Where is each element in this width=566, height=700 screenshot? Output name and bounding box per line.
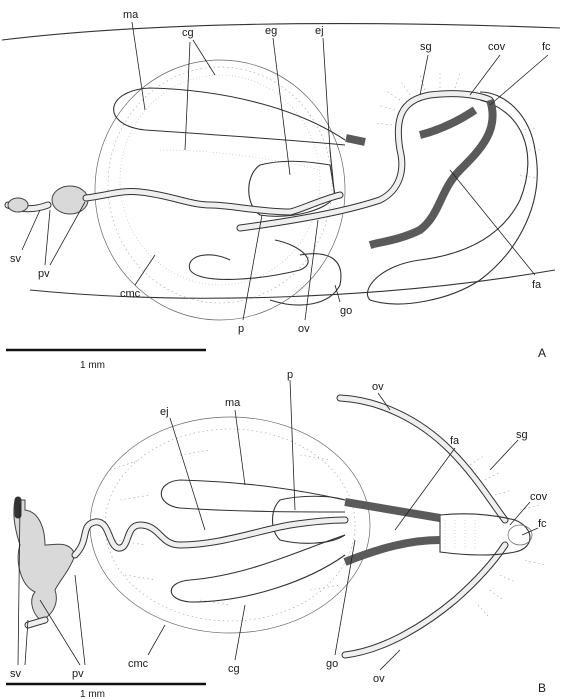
label-a-pv: pv: [38, 268, 50, 280]
scale-label-a: 1 mm: [80, 360, 105, 371]
label-b-cov: cov: [530, 491, 548, 503]
label-a-cg: cg: [182, 27, 194, 39]
label-a-eg: eg: [265, 25, 277, 37]
label-b-pv: pv: [72, 668, 84, 680]
label-a-ov: ov: [298, 323, 310, 335]
label-a-sv: sv: [10, 253, 22, 265]
label-b-ov-bottom: ov: [373, 673, 385, 685]
label-a-ma: ma: [123, 9, 139, 21]
label-b-sv: sv: [10, 668, 22, 680]
label-a-cov: cov: [488, 41, 506, 53]
panel-letter-a: A: [538, 346, 546, 360]
label-b-go: go: [326, 658, 338, 670]
panel-letter-b: B: [538, 681, 546, 695]
panel-b: ov ma p ej fa sg cov fc sv pv cmc cg go …: [6, 369, 548, 700]
label-a-cmc: cmc: [120, 288, 141, 300]
label-b-ov-top: ov: [372, 381, 384, 393]
scale-label-b: 1 mm: [80, 689, 105, 700]
label-a-ej: ej: [315, 25, 324, 37]
label-b-cmc: cmc: [128, 658, 149, 670]
label-a-p: p: [238, 323, 244, 335]
label-b-cg: cg: [228, 663, 240, 675]
label-a-fc: fc: [542, 41, 551, 53]
label-b-fa: fa: [450, 435, 460, 447]
label-a-sg: sg: [420, 41, 432, 53]
label-a-fa: fa: [532, 279, 542, 291]
label-b-p: p: [287, 369, 293, 381]
label-b-fc: fc: [538, 518, 547, 530]
label-a-go: go: [340, 305, 352, 317]
label-b-ma: ma: [225, 397, 241, 409]
label-b-sg: sg: [516, 429, 528, 441]
label-b-ej: ej: [160, 406, 169, 418]
panel-a: ma cg eg ej sg cov fc sv pv cmc p ov go …: [1, 9, 561, 371]
